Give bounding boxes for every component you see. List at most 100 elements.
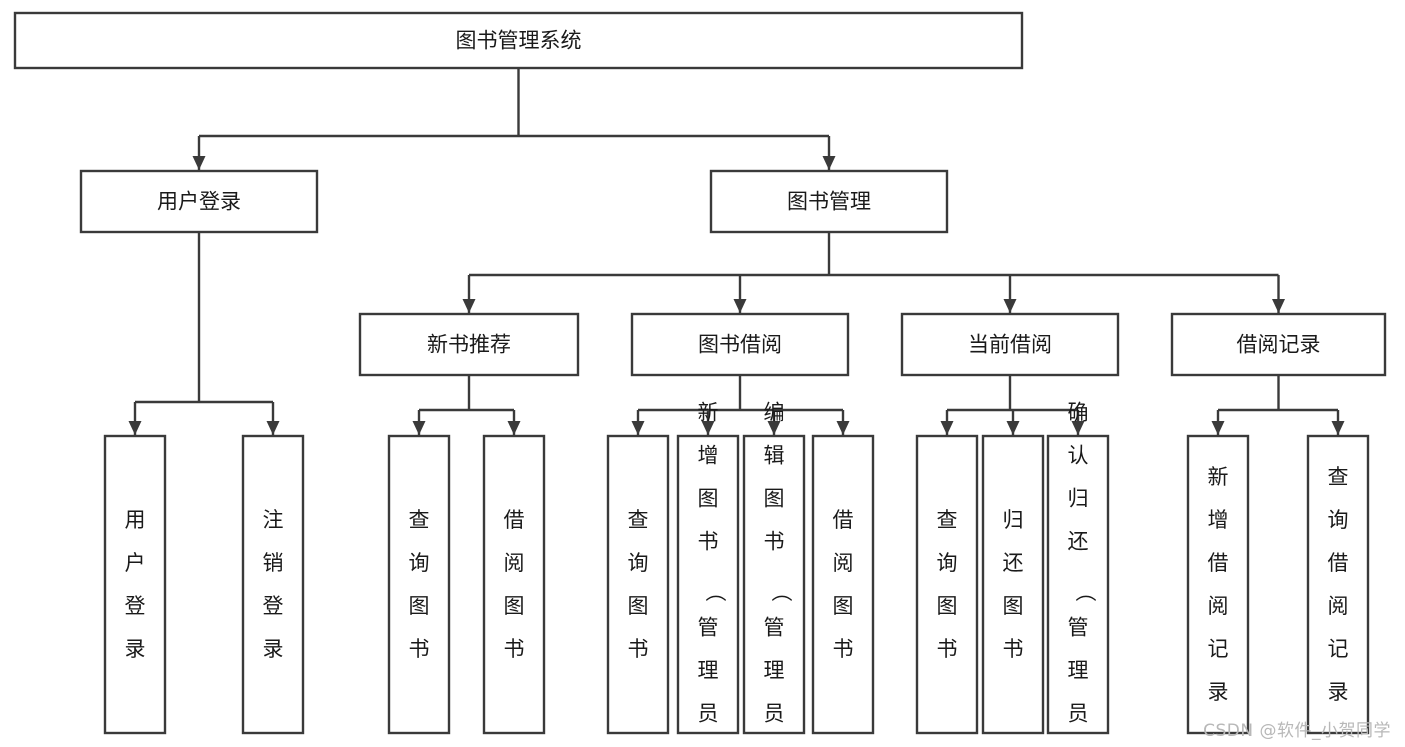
leaf-label-char: 借: [1328, 551, 1349, 575]
leaf-label-char: 图: [833, 594, 854, 618]
leaf-label-char: 查: [1328, 465, 1349, 489]
leaf-label-char: 确: [1068, 401, 1089, 425]
node-box: [900, 312, 1120, 377]
leaf-label-char: 记: [1208, 637, 1229, 661]
arrow-head-icon: [128, 421, 142, 435]
node-借阅记录[interactable]: 借阅记录: [1170, 312, 1387, 377]
leaf-label-char: 图: [504, 594, 525, 618]
leaf-label-char: 增: [698, 444, 719, 468]
node-box: [1170, 312, 1387, 377]
leaf-label-char: 阅: [504, 551, 525, 575]
leaf-label-char: 理: [1068, 659, 1089, 683]
node-label: 新书推荐: [427, 333, 511, 357]
leaf-label-char: 登: [263, 594, 284, 618]
leaf-label-char: 书: [833, 637, 854, 661]
leaf-label-char: 归: [1068, 487, 1089, 511]
leaf-label-char: 借: [833, 508, 854, 532]
leaf-box: [811, 434, 875, 735]
leaf-label-char: 录: [1328, 680, 1349, 704]
leaf-用户登录[interactable]: 用户登录: [103, 434, 167, 735]
arrow-head-icon: [1211, 421, 1225, 435]
leaf-label-char: （: [703, 581, 727, 602]
node-box: [13, 11, 1024, 70]
leaf-label-char: 销: [263, 551, 284, 575]
leaf-label-char: 查: [937, 508, 958, 532]
leaf-label-char: 询: [409, 551, 430, 575]
leaf-box: [1046, 434, 1110, 735]
leaf-label-char: 书: [937, 637, 958, 661]
leaf-label-char: 户: [125, 551, 146, 575]
arrow-head-icon: [701, 421, 715, 435]
leaf-label-char: 书: [698, 530, 719, 554]
leaf-label-char: 借: [1208, 551, 1229, 575]
node-图书管理[interactable]: 图书管理: [709, 169, 949, 234]
leaf-box: [915, 434, 979, 735]
leaf-label-char: 书: [764, 530, 785, 554]
leaf-box: [606, 434, 670, 735]
leaf-label-char: 认: [1068, 444, 1089, 468]
leaf-label-char: 理: [764, 659, 785, 683]
arrow-head-icon: [631, 421, 645, 435]
arrow-head-icon: [836, 421, 850, 435]
leaf-label-char: 书: [1003, 637, 1024, 661]
leaf-label-char: 录: [263, 637, 284, 661]
leaf-label-char: 阅: [1208, 594, 1229, 618]
leaf-label-char: 注: [263, 508, 284, 532]
node-box: [630, 312, 850, 377]
arrow-head-icon: [1331, 421, 1345, 435]
leaf-label-char: 借: [504, 508, 525, 532]
arrow-head-icon: [940, 421, 954, 435]
node-label: 用户登录: [157, 190, 241, 214]
arrow-head-icon: [266, 421, 280, 435]
arrow-head-icon: [192, 156, 206, 170]
leaf-box: [482, 434, 546, 735]
leaf-label-char: 增: [1208, 508, 1229, 532]
leaf-label-char: 书: [409, 637, 430, 661]
node-box: [358, 312, 580, 377]
arrow-head-icon: [1272, 299, 1285, 313]
leaf-label-char: 图: [698, 487, 719, 511]
arrow-head-icon: [1003, 299, 1017, 313]
arrow-head-icon: [507, 421, 521, 435]
leaf-label-char: 阅: [833, 551, 854, 575]
leaf-label-char: 登: [125, 594, 146, 618]
leaf-box: [241, 434, 305, 735]
leaf-label-char: （: [769, 581, 793, 602]
leaf-label-char: 图: [1003, 594, 1024, 618]
node-图书管理系统[interactable]: 图书管理系统: [13, 11, 1024, 70]
node-用户登录[interactable]: 用户登录: [79, 169, 319, 234]
node-当前借阅[interactable]: 当前借阅: [900, 312, 1120, 377]
connectors-layer: [128, 68, 1345, 435]
leaf-box: [103, 434, 167, 735]
leaf-label-char: 管: [764, 616, 785, 640]
leaf-box: [676, 434, 740, 735]
arrow-head-icon: [822, 156, 836, 170]
leaf-label-char: 员: [1068, 702, 1089, 726]
leaf-label-char: 员: [764, 702, 785, 726]
node-新书推荐[interactable]: 新书推荐: [358, 312, 580, 377]
node-box: [79, 169, 319, 234]
node-label: 当前借阅: [968, 333, 1052, 357]
leaf-label-char: 书: [628, 637, 649, 661]
leaf-label-char: 新: [1208, 465, 1229, 489]
leaf-label-char: 理: [698, 659, 719, 683]
leaf-box: [1186, 434, 1250, 735]
node-图书借阅[interactable]: 图书借阅: [630, 312, 850, 377]
node-label: 借阅记录: [1237, 333, 1321, 357]
node-label: 图书借阅: [698, 333, 782, 357]
leaf-label-char: 询: [1328, 508, 1349, 532]
